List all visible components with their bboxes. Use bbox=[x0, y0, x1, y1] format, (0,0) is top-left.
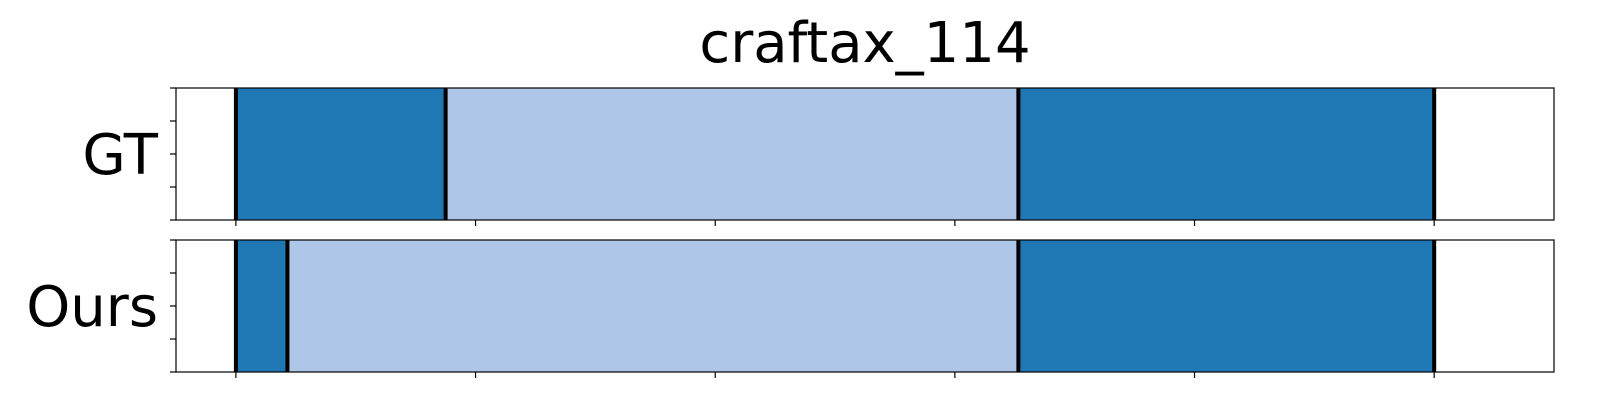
row-label: Ours bbox=[26, 275, 158, 340]
row-ours: Ours bbox=[26, 239, 1555, 378]
panels: GT Ours bbox=[26, 87, 1555, 378]
segment-light bbox=[445, 88, 1019, 220]
chart-title: craftax_114 bbox=[699, 11, 1030, 76]
segment-dark bbox=[235, 88, 446, 220]
segment-dark bbox=[235, 240, 288, 372]
row-gt: GT bbox=[82, 87, 1555, 226]
row-label: GT bbox=[82, 123, 158, 188]
segment-dark bbox=[1018, 240, 1435, 372]
segment-dark bbox=[1018, 88, 1435, 220]
segment-light bbox=[287, 240, 1019, 372]
